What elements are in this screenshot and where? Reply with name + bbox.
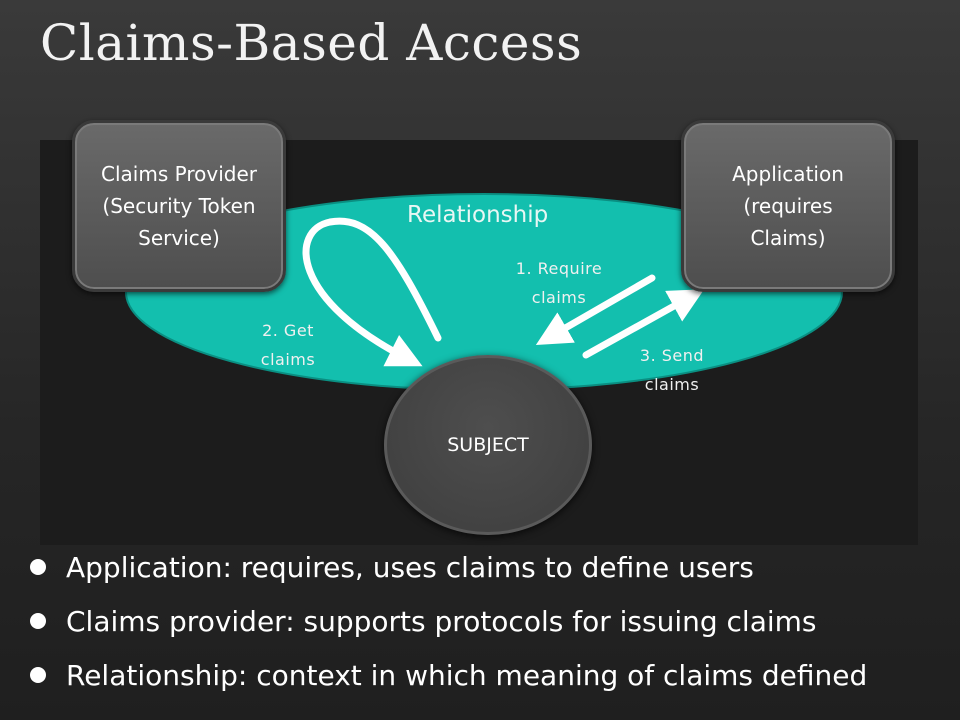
bullet-text: Application: requires, uses claims to de… — [66, 550, 754, 584]
bullet-item: Relationship: context in which meaning o… — [30, 648, 867, 702]
send-claims-arrow — [582, 289, 705, 359]
step-get-claims: 2. Get claims — [260, 321, 316, 369]
bullet-item: Claims provider: supports protocols for … — [30, 594, 867, 648]
require-claims-arrow — [535, 274, 656, 345]
slide-title: Claims-Based Access — [40, 14, 583, 72]
bullet-text: Relationship: context in which meaning o… — [66, 658, 868, 692]
bullet-dot-icon — [30, 667, 46, 683]
bullet-text: Claims provider: supports protocols for … — [66, 604, 817, 638]
application-box: Application (requires Claims) — [681, 120, 895, 292]
subject-node: SUBJECT — [384, 355, 592, 535]
step-send-claims: 3. Send claims — [639, 346, 705, 394]
bullet-dot-icon — [30, 559, 46, 575]
step-require-claims: 1. Require claims — [515, 259, 603, 307]
bullet-list: Application: requires, uses claims to de… — [30, 540, 867, 702]
relationship-label: Relationship — [407, 202, 549, 228]
bullet-dot-icon — [30, 613, 46, 629]
bullet-item: Application: requires, uses claims to de… — [30, 540, 867, 594]
subject-label: SUBJECT — [447, 434, 529, 456]
claims-provider-box: Claims Provider (Security Token Service) — [72, 120, 286, 292]
get-claims-arrow — [302, 217, 442, 367]
